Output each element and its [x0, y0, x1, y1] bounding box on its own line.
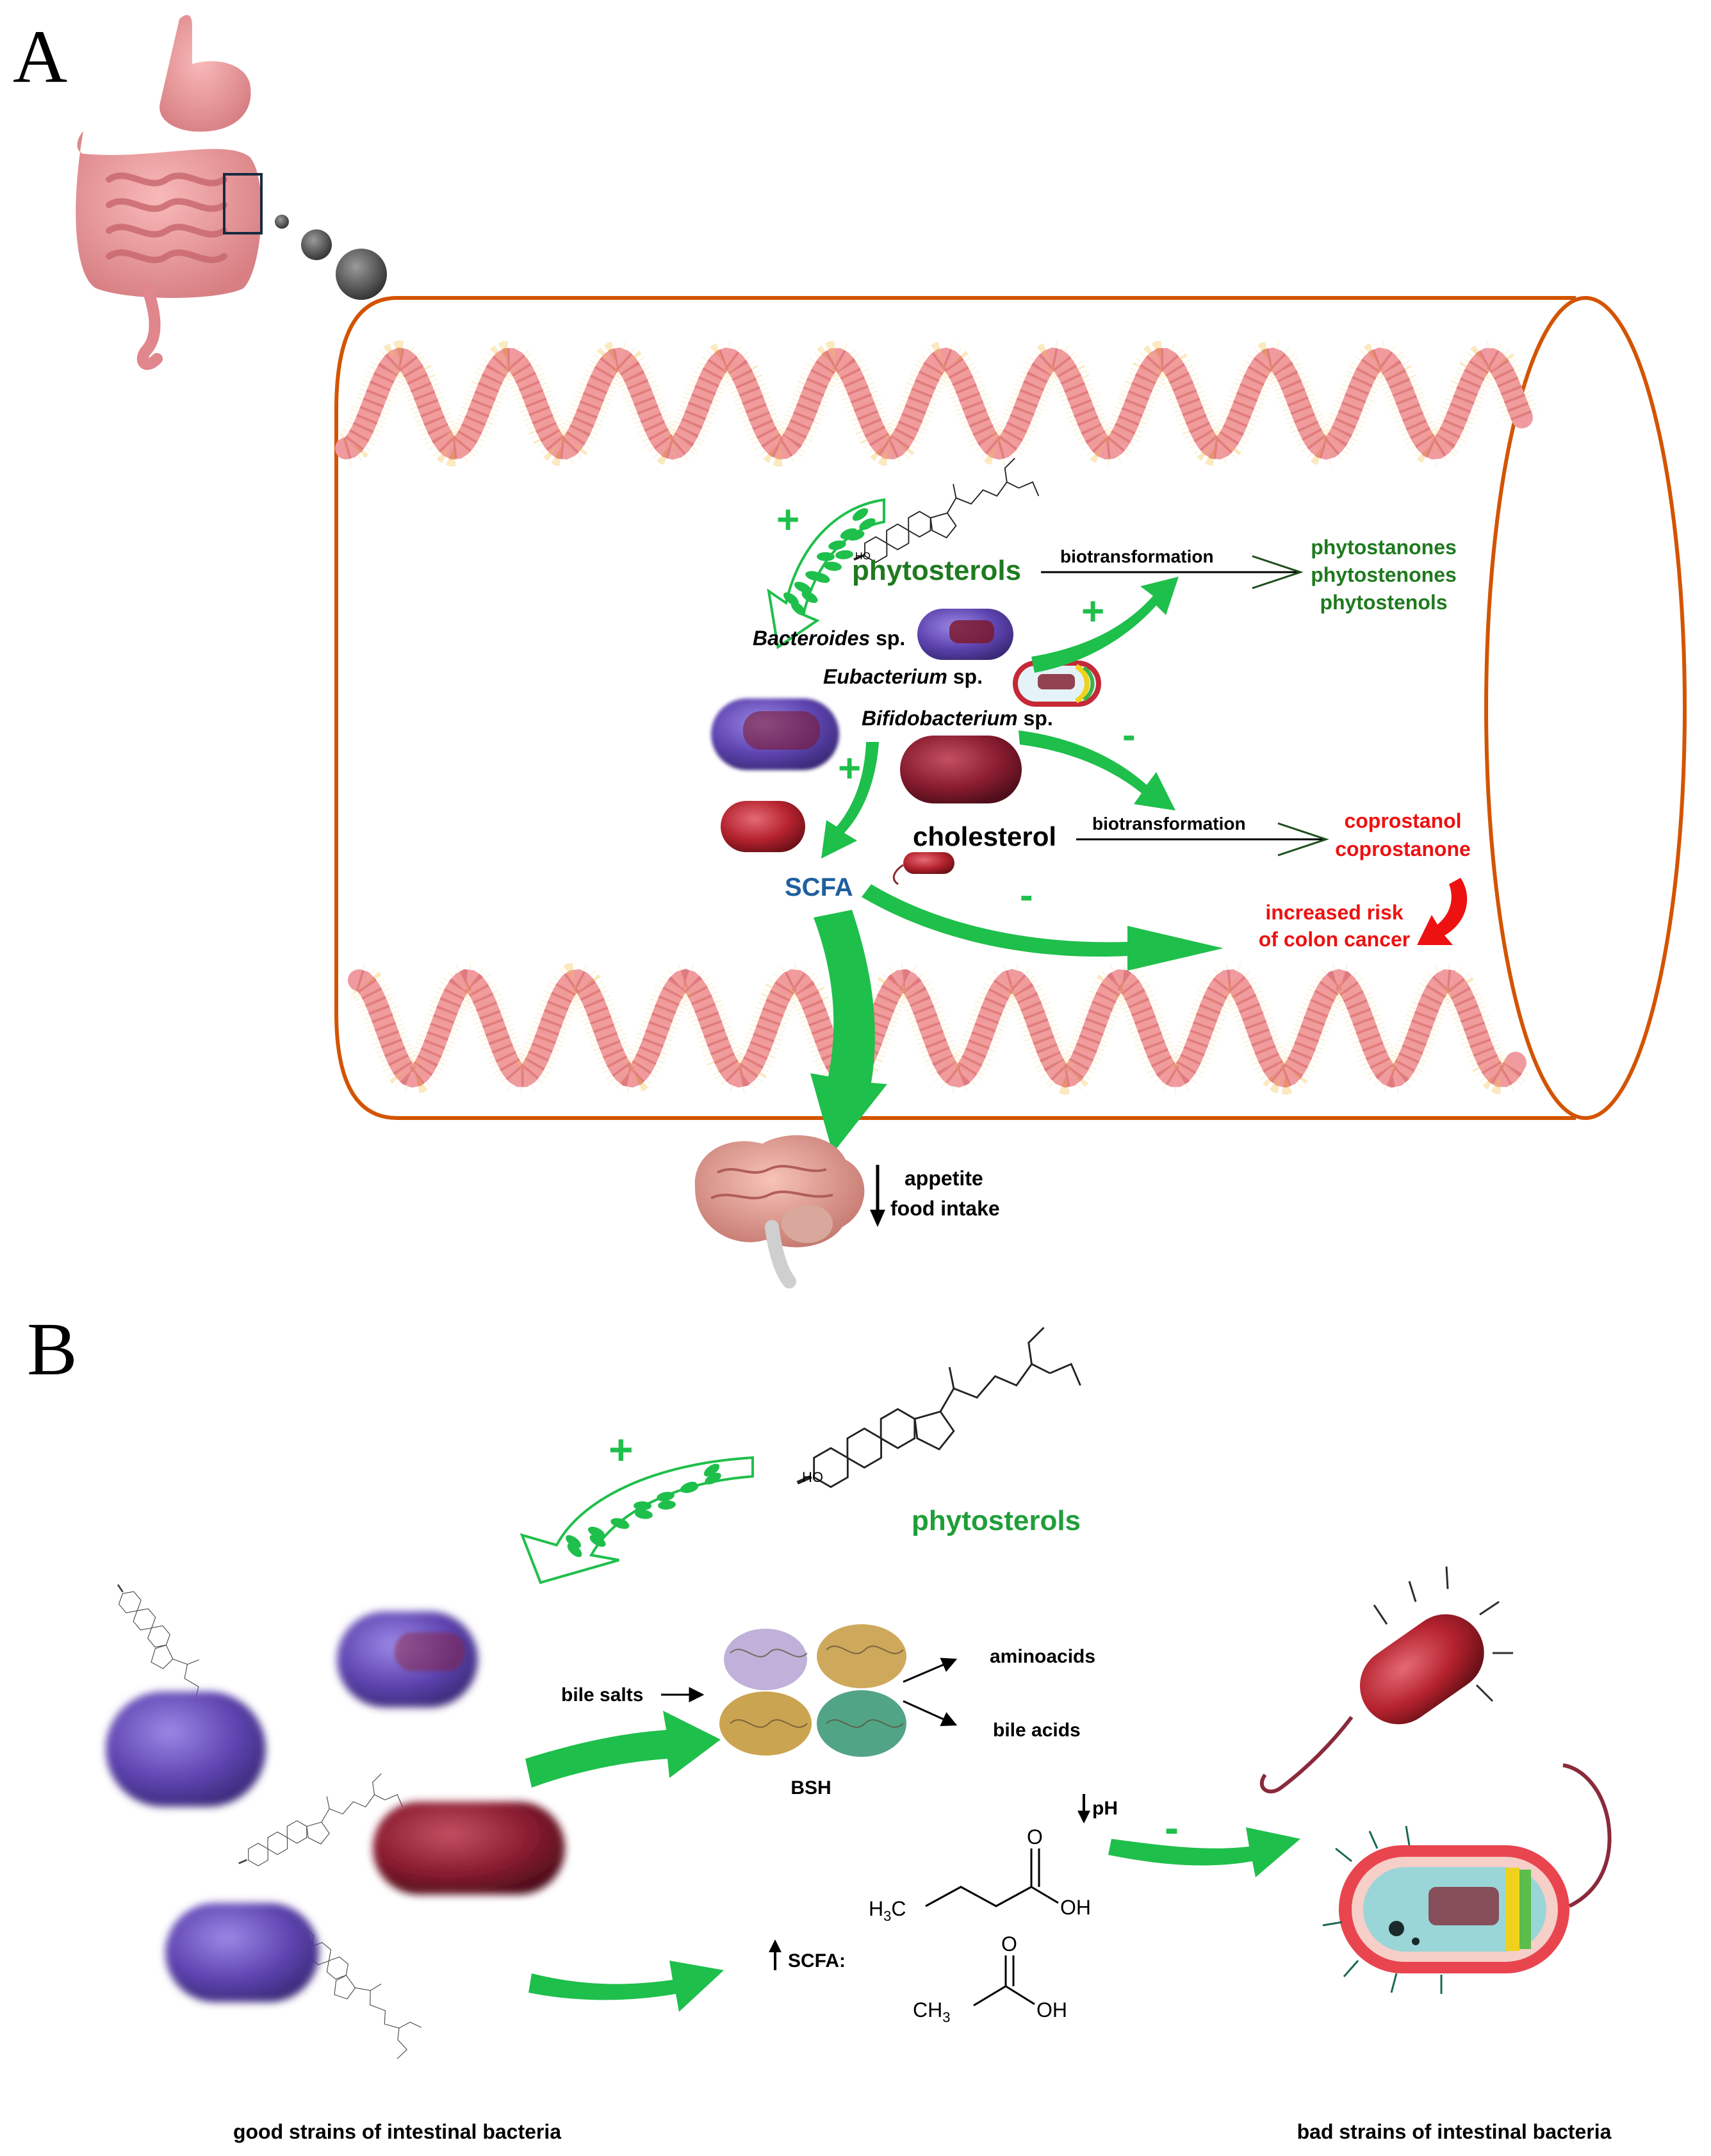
- structure-ho-b: HO: [802, 1469, 823, 1485]
- bacteroides-label: Bacteroides sp.: [753, 627, 905, 650]
- phytosterols-label-a: phytosterols: [852, 555, 1021, 586]
- zoom-dot-medium: [301, 229, 332, 260]
- arrow-scfa-to-brain: [810, 910, 887, 1153]
- aminoacids-label: aminoacids: [990, 1646, 1095, 1667]
- panel-a-letter: A: [13, 15, 67, 99]
- bad-bacterium-2-flagellum: [1562, 1763, 1612, 1908]
- digestive-system-illustration: [76, 15, 263, 370]
- arrow-bacteria-to-phytostanones: [1031, 577, 1179, 673]
- good-bacterium-b-3: [373, 1802, 565, 1895]
- sterol-sketch-2: [238, 1773, 404, 1866]
- phytosterol-structure-b: [796, 1326, 1081, 1488]
- plus-sign-leaf-a: +: [776, 498, 799, 542]
- bad-bacterium-2: [1339, 1845, 1569, 1973]
- biotransformation-label-2: biotransformation: [1092, 814, 1246, 834]
- good-bacterium-b-4: [165, 1903, 319, 2002]
- bacteria-cluster-a: [711, 609, 1101, 885]
- green-arrows-a: [810, 577, 1224, 1153]
- phytosterol-structure-a: [853, 457, 1040, 563]
- bsh-enzyme-structure: [719, 1624, 906, 1757]
- eubacterium-label: Eubacterium sp.: [823, 665, 983, 688]
- zoom-dot-small: [275, 215, 289, 229]
- down-arrow-appetite: [870, 1165, 885, 1227]
- arrow-bacteria-to-coprostanol: [1019, 730, 1175, 811]
- butyrate-ch3: H3C: [869, 1897, 906, 1924]
- good-bacterium-red-a: [721, 801, 805, 852]
- plus-sign-phytostanones: +: [1081, 589, 1104, 634]
- product-phytostenones: phytostenones: [1311, 563, 1457, 586]
- butyrate-o: O: [1027, 1825, 1043, 1848]
- cancer-risk-line-1: increased risk: [1265, 901, 1403, 924]
- acetate-structure: [973, 1955, 1035, 2007]
- product-phytostenols: phytostenols: [1320, 591, 1447, 614]
- acetate-ch3: CH3: [913, 1998, 950, 2025]
- zoom-dot-large: [336, 249, 387, 300]
- minus-sign-cancer: -: [1020, 873, 1033, 918]
- biotransformation-label-1: biotransformation: [1060, 547, 1214, 566]
- scfa-label-a: SCFA: [785, 873, 853, 901]
- bad-bacteria-cluster: [1259, 1566, 1612, 1994]
- plus-sign-leaf-b: +: [609, 1426, 634, 1473]
- scfa-label-b: SCFA:: [788, 1950, 846, 1971]
- green-arrows-b: [525, 1711, 1300, 2012]
- villi-microvilli: [350, 961, 1532, 1095]
- structure-ho-a: HO: [855, 551, 871, 562]
- villi-cells: [355, 969, 1525, 1088]
- plus-sign-scfa: +: [838, 746, 861, 791]
- product-coprostanol: coprostanol: [1344, 809, 1461, 832]
- acetate-o: O: [1001, 1932, 1017, 1955]
- red-curved-arrow: [1417, 878, 1468, 945]
- arrow-to-bile-acids: [903, 1700, 958, 1727]
- arrow-scfa-to-cancer-risk: [862, 884, 1224, 971]
- biotransformation-arrow-2: [1076, 822, 1329, 857]
- minus-sign-bad: -: [1165, 1804, 1179, 1851]
- bifidobacterium-label: Bifidobacterium sp.: [862, 707, 1053, 730]
- good-strains-label: good strains of intestinal bacteria: [233, 2120, 561, 2143]
- bacterium-small-flagellated: [903, 852, 954, 874]
- food-intake-label: food intake: [890, 1197, 1000, 1220]
- mucosa-lower: [348, 961, 1532, 1095]
- brain-illustration: [694, 1135, 865, 1288]
- butyrate-structure: [925, 1848, 1059, 1907]
- bad-strains-label: bad strains of intestinal bacteria: [1297, 2120, 1612, 2143]
- villi-band: [335, 347, 1533, 460]
- bsh-label: BSH: [790, 1777, 831, 1798]
- intestine-tube: [334, 296, 1687, 1120]
- cancer-risk-line-2: of colon cancer: [1259, 928, 1411, 951]
- good-bacteria-cluster: [106, 1611, 565, 2002]
- butyrate-oh: OH: [1060, 1896, 1091, 1919]
- bile-acids-label: bile acids: [993, 1720, 1081, 1741]
- arrow-bacteria-to-scfa: [821, 742, 879, 859]
- panel-b-letter: B: [27, 1307, 78, 1391]
- phytosterol-leaf-arrow-a: [767, 498, 885, 650]
- arrow-good-to-scfa: [528, 1961, 724, 2012]
- up-arrow-scfa: [769, 1939, 782, 1970]
- minus-sign-coprostanol: -: [1122, 713, 1136, 757]
- good-bacterium-b-2: [106, 1691, 266, 1807]
- acetate-oh: OH: [1036, 1998, 1067, 2021]
- appetite-label: appetite: [905, 1167, 983, 1190]
- cholesterol-label: cholesterol: [913, 821, 1056, 852]
- arrow-good-to-bsh: [525, 1711, 721, 1788]
- down-arrow-ph: [1077, 1794, 1090, 1823]
- bad-bacterium-1-pili: [1373, 1566, 1513, 1702]
- product-phytostanones: phytostanones: [1311, 536, 1457, 559]
- phytosterol-leaf-arrow-b: [520, 1456, 754, 1584]
- mucosa-upper: [335, 340, 1539, 468]
- ph-label: pH: [1092, 1798, 1118, 1819]
- phytosterols-label-b: phytosterols: [912, 1505, 1081, 1536]
- arrow-to-aminoacids: [903, 1658, 958, 1683]
- good-bacterium-maroon-a: [900, 736, 1022, 803]
- bad-bacterium-2-pili: [1322, 1825, 1443, 1994]
- bad-bacterium-1: [1359, 1614, 1484, 1725]
- product-coprostanone: coprostanone: [1335, 837, 1471, 860]
- bile-salts-label: bile salts: [561, 1684, 643, 1706]
- biotransformation-arrow-1: [1041, 555, 1304, 589]
- arrow-to-bad-bacteria: [1108, 1827, 1300, 1877]
